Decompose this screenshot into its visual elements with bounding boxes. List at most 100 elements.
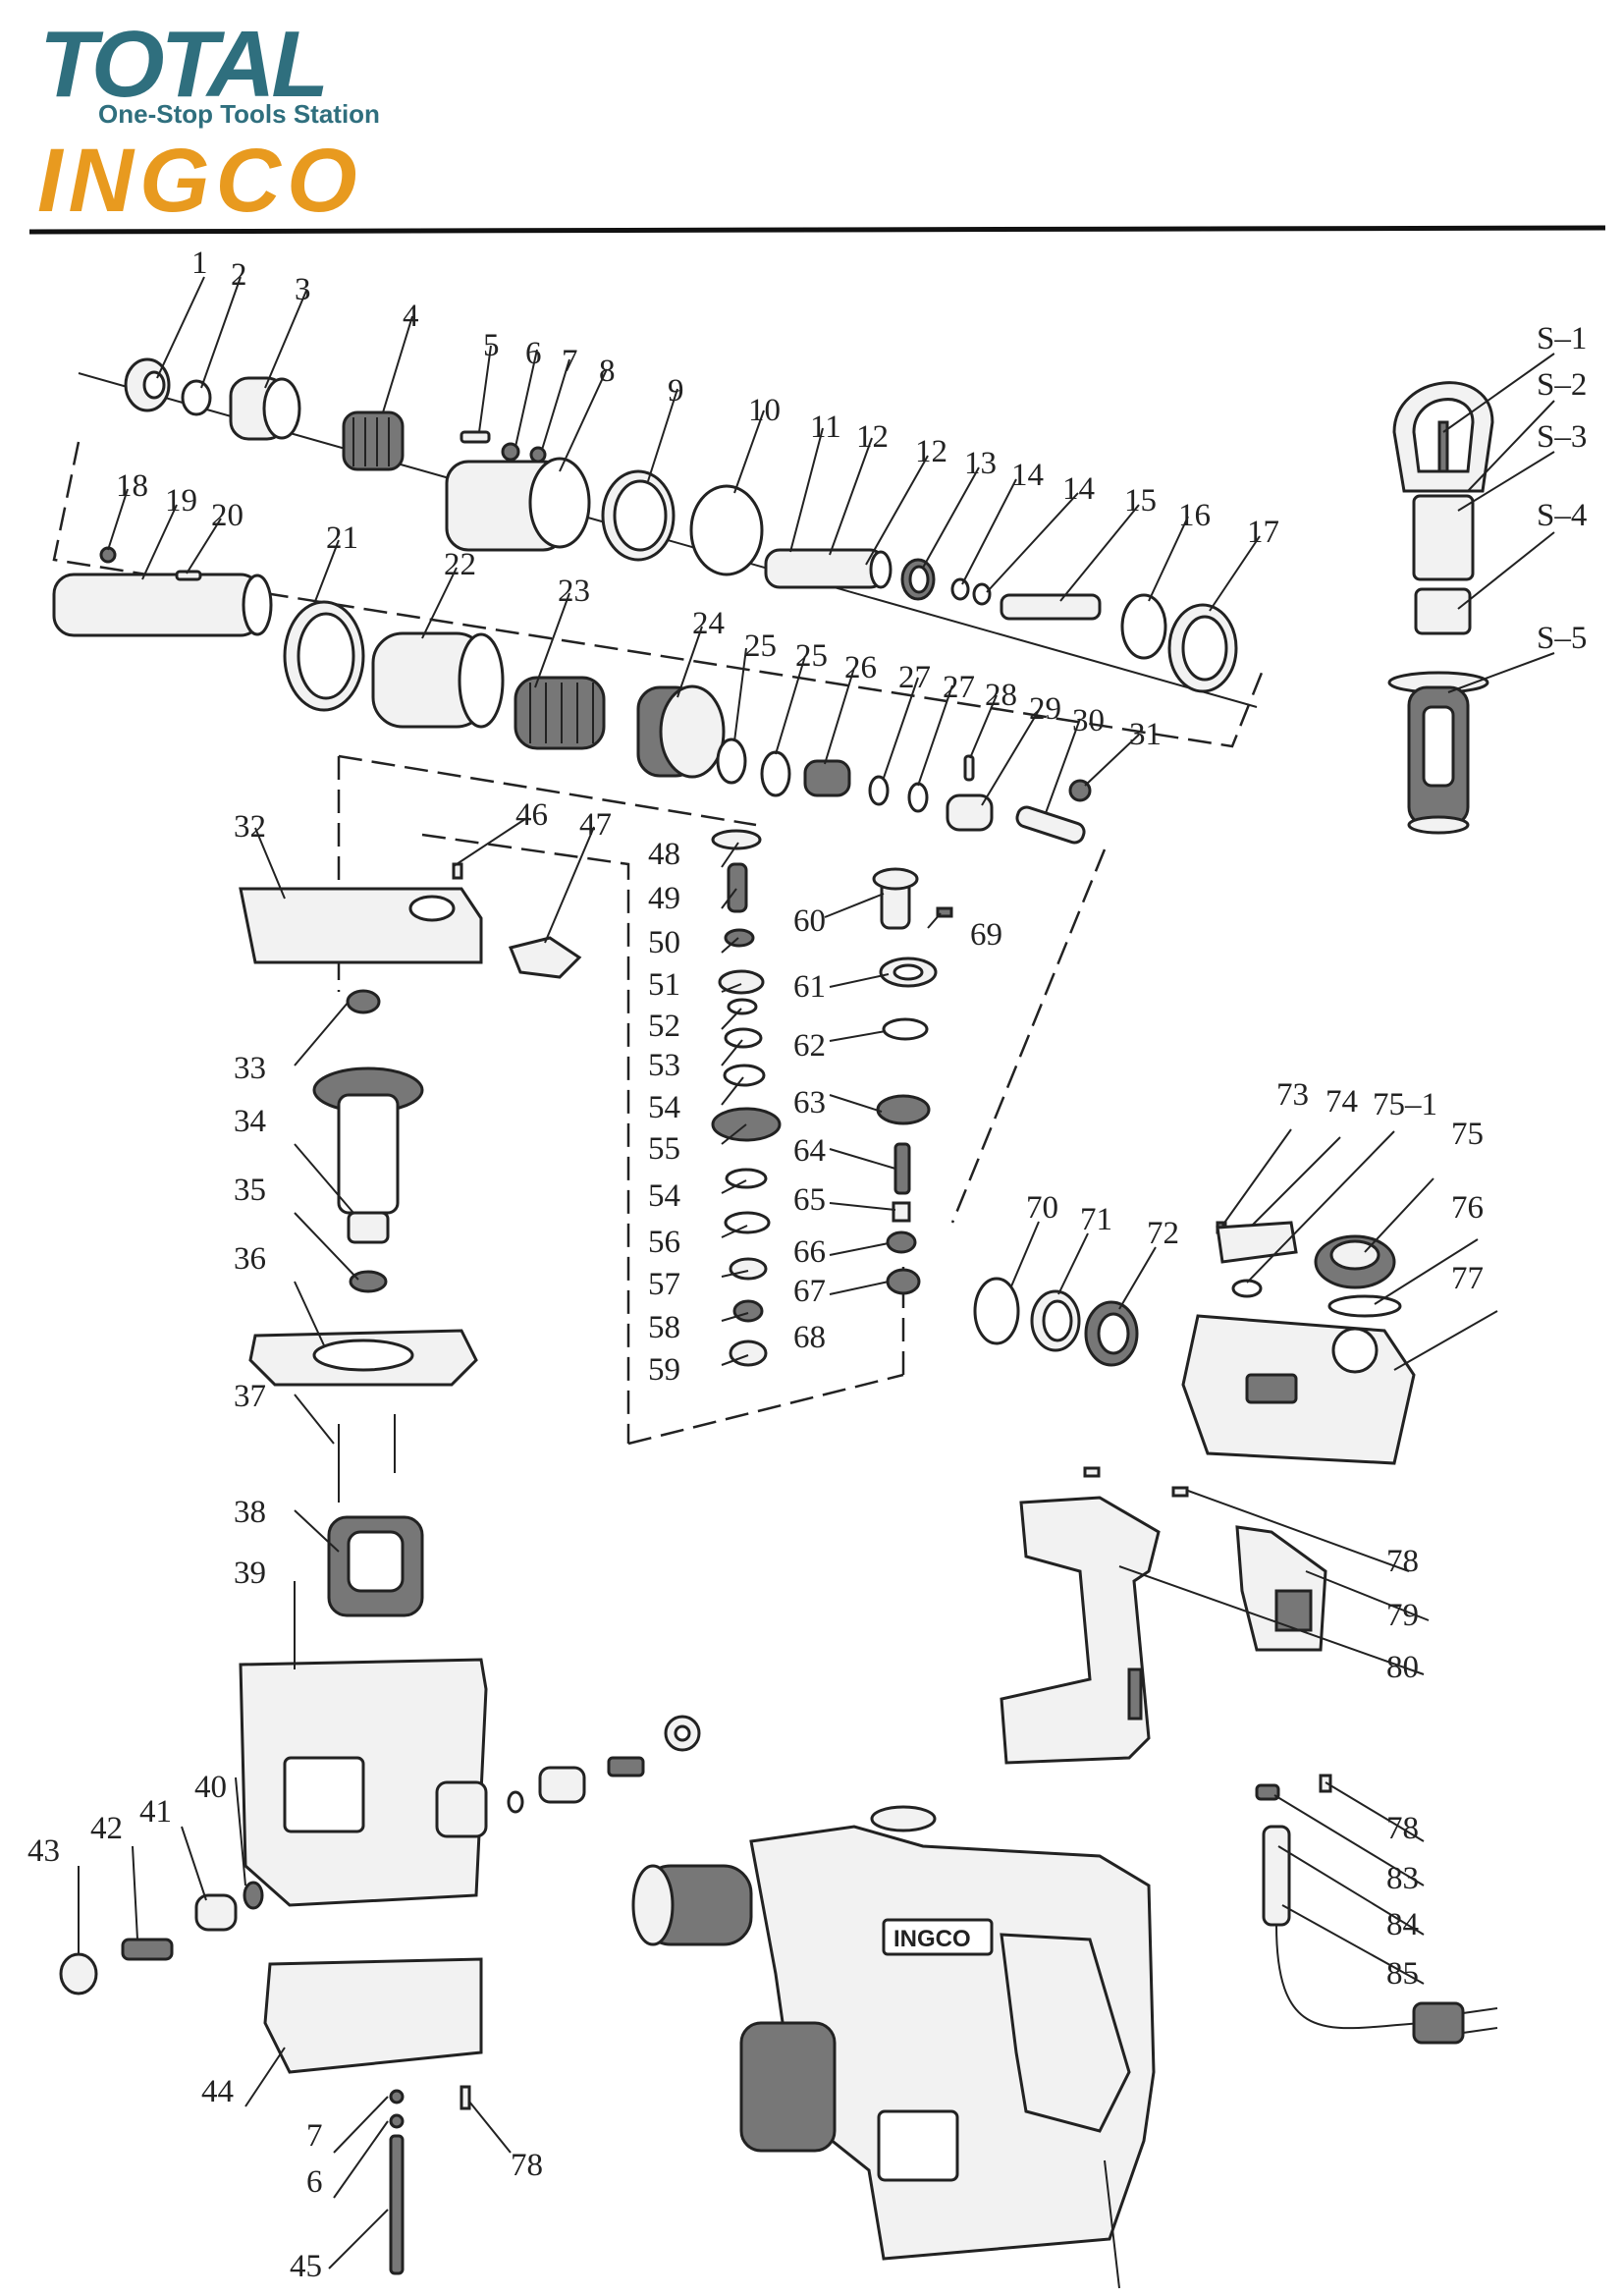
- leader-lines: [78, 276, 1555, 2269]
- callout-16: 16: [1178, 498, 1211, 533]
- callout-69: 69: [970, 917, 1002, 953]
- callout-14b: 14: [1062, 471, 1095, 507]
- callout-s3: S–3: [1537, 419, 1587, 455]
- part-41: [194, 1893, 238, 1932]
- callout-37: 37: [234, 1379, 266, 1414]
- callout-6: 6: [525, 336, 542, 371]
- gear-frame-dashed: [337, 754, 1107, 1446]
- callout-12b: 12: [915, 434, 947, 469]
- callout-30: 30: [1072, 703, 1105, 738]
- part-15-striker: [1000, 593, 1102, 621]
- brush-holder-parts: [507, 1715, 701, 1814]
- callout-s4: S–4: [1537, 498, 1587, 533]
- callout-70: 70: [1026, 1190, 1058, 1226]
- callout-49: 49: [648, 881, 680, 916]
- callout-58: 58: [648, 1310, 680, 1345]
- part-33-bearing: [346, 989, 381, 1014]
- callout-63: 63: [793, 1085, 826, 1121]
- total-tagline: One-Stop Tools Station: [98, 99, 380, 129]
- callout-19: 19: [165, 483, 197, 519]
- column-48-59: [711, 829, 782, 1367]
- callout-33: 33: [234, 1051, 266, 1086]
- part-2: [181, 379, 212, 416]
- callout-2: 2: [231, 257, 247, 293]
- assembled-rotary-hammer: INGCO: [631, 1805, 1156, 2289]
- callout-labels: 1 2 3 4 5 6 7 8 9 10 11 12 12 13 14 14 1…: [27, 246, 1587, 2284]
- callout-65: 65: [793, 1182, 826, 1218]
- part-16-circlip: [1120, 593, 1167, 660]
- part-37-screws: [338, 1414, 396, 1503]
- callout-48: 48: [648, 837, 680, 872]
- part-45-bolt: [389, 2134, 405, 2275]
- parts-70-72: [973, 1277, 1139, 1367]
- part-32-gear-plate: [239, 887, 483, 964]
- callout-64: 64: [793, 1133, 826, 1169]
- callout-56: 56: [648, 1225, 680, 1260]
- part-79-switch-cover: [1235, 1525, 1327, 1652]
- callout-53: 53: [648, 1048, 680, 1083]
- callout-46: 46: [515, 797, 548, 833]
- part-21-ring: [283, 600, 365, 712]
- part-17-ring: [1167, 603, 1238, 693]
- callout-41: 41: [139, 1794, 172, 1830]
- callout-6b: 6: [306, 2164, 323, 2200]
- callout-23: 23: [558, 574, 590, 609]
- part-27: [868, 775, 929, 813]
- callout-1: 1: [191, 246, 208, 281]
- callout-21: 21: [326, 520, 358, 556]
- part-34-armature: [312, 1066, 424, 1244]
- callout-51: 51: [648, 967, 680, 1003]
- callout-s2: S–2: [1537, 367, 1587, 403]
- callout-7: 7: [562, 344, 578, 379]
- part-47: [508, 936, 582, 979]
- callout-25b: 25: [795, 638, 828, 674]
- callout-4: 4: [403, 299, 419, 334]
- callout-26: 26: [844, 650, 877, 685]
- column-60-69: [872, 867, 953, 1295]
- callout-17: 17: [1247, 515, 1279, 550]
- callout-67: 67: [793, 1274, 826, 1309]
- part-42: [121, 1938, 174, 1961]
- callout-77: 77: [1451, 1261, 1484, 1296]
- callout-83: 83: [1386, 1861, 1419, 1896]
- header-rule: [28, 225, 1606, 235]
- callout-78a: 78: [1386, 1544, 1419, 1579]
- callout-40: 40: [194, 1770, 227, 1805]
- row2-dashed-frame: [52, 441, 1264, 748]
- part-11-12-spindle: [764, 548, 893, 589]
- callout-10: 10: [748, 393, 781, 428]
- callout-47: 47: [579, 807, 612, 843]
- callout-43: 43: [27, 1833, 60, 1869]
- part-19-cylinder: [52, 573, 273, 637]
- callout-73: 73: [1276, 1077, 1309, 1113]
- callout-54a: 54: [648, 1090, 680, 1125]
- part-80-handle: [1000, 1496, 1161, 1765]
- callout-75-1: 75–1: [1373, 1087, 1437, 1122]
- callout-39: 39: [234, 1556, 266, 1591]
- side-handle-assembly: [1387, 381, 1494, 835]
- callout-42: 42: [90, 1811, 123, 1846]
- callout-38: 38: [234, 1495, 266, 1530]
- callout-62: 62: [793, 1028, 826, 1064]
- callout-5: 5: [483, 328, 500, 363]
- callout-14a: 14: [1011, 458, 1044, 493]
- part-4-spring: [342, 410, 405, 471]
- total-logo-wordmark: TOTAL: [39, 12, 325, 117]
- part-13-oring: [900, 558, 936, 601]
- callout-80: 80: [1386, 1650, 1419, 1685]
- callout-15: 15: [1124, 483, 1157, 519]
- callout-13: 13: [964, 446, 997, 481]
- callout-7b: 7: [306, 2118, 323, 2154]
- part-43: [59, 1952, 98, 1995]
- part-3: [229, 376, 301, 441]
- part-5-screw: [460, 430, 491, 444]
- callout-45: 45: [290, 2249, 322, 2284]
- callout-s5: S–5: [1537, 621, 1587, 656]
- callout-44: 44: [201, 2074, 234, 2109]
- parts-78-screws: [1083, 1466, 1189, 1498]
- part-23-spring: [514, 676, 606, 750]
- part-25: [716, 738, 791, 797]
- callout-57: 57: [648, 1267, 680, 1302]
- callout-3: 3: [295, 272, 311, 307]
- callout-28: 28: [985, 678, 1017, 713]
